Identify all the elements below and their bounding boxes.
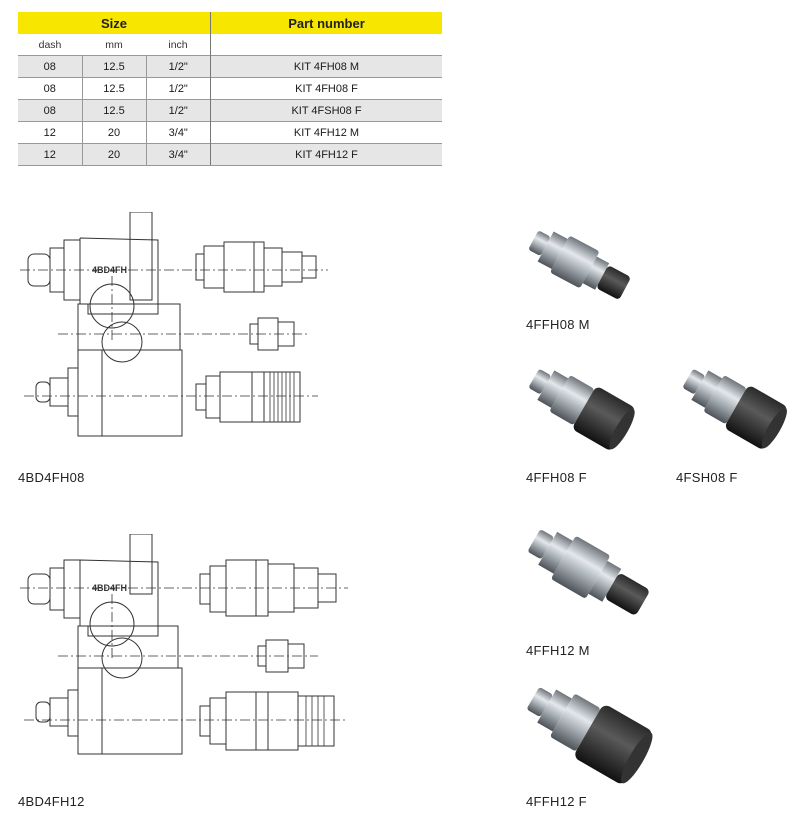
dash-cell: 12 xyxy=(18,121,82,144)
photo-4fsh08f xyxy=(674,360,794,452)
inch-cell: 3/4" xyxy=(145,143,211,166)
caption-4fsh08f: 4FSH08 F xyxy=(676,470,738,485)
table-row: 08 12.5 1/2" KIT 4FH08 F xyxy=(18,77,442,100)
table-row: 12 20 3/4" KIT 4FH12 F xyxy=(18,143,442,166)
part-number-header: Part number xyxy=(210,12,442,34)
dash-cell: 12 xyxy=(18,143,82,166)
inch-unit: inch xyxy=(168,38,188,51)
drawing-4bd4fh12: 4BD4FH xyxy=(18,534,358,764)
inch-cell: 1/2" xyxy=(145,77,211,100)
mm-cell: 20 xyxy=(81,121,146,144)
table-row: 12 20 3/4" KIT 4FH12 M xyxy=(18,121,442,144)
caption-4ffh12f: 4FFH12 F xyxy=(526,794,587,809)
mm-cell: 20 xyxy=(81,143,146,166)
mm-cell: 12.5 xyxy=(81,99,146,122)
photo-4ffh08f xyxy=(520,360,640,452)
table-group-header: Size Part number xyxy=(18,12,442,34)
inch-cell: 1/2" xyxy=(145,99,211,122)
dash-cell: 08 xyxy=(18,77,82,100)
caption-4bd4fh08: 4BD4FH08 xyxy=(18,470,85,485)
mm-cell: 12.5 xyxy=(81,55,146,78)
photo-4ffh12m xyxy=(520,520,660,630)
inch-cell: 3/4" xyxy=(145,121,211,144)
block-label: 4BD4FH xyxy=(92,583,128,593)
photo-4ffh12f xyxy=(520,676,660,786)
part-number-cell: KIT 4FH12 M xyxy=(210,121,442,144)
part-number-cell: KIT 4FSH08 F xyxy=(210,99,442,122)
mm-cell: 12.5 xyxy=(81,77,146,100)
dash-unit: dash xyxy=(38,38,62,51)
size-header: Size xyxy=(18,12,211,34)
part-number-cell: KIT 4FH12 F xyxy=(210,143,442,166)
part-number-cell: KIT 4FH08 F xyxy=(210,77,442,100)
caption-4ffh12m: 4FFH12 M xyxy=(526,643,590,658)
drawing-4bd4fh08: 4BD4FH xyxy=(18,212,338,452)
unit-header-row: dash mm inch xyxy=(18,34,442,56)
inch-cell: 1/2" xyxy=(145,55,211,78)
part-unit-blank xyxy=(210,34,442,56)
caption-4ffh08m: 4FFH08 M xyxy=(526,317,590,332)
mm-unit: mm xyxy=(105,38,123,51)
part-number-cell: KIT 4FH08 M xyxy=(210,55,442,78)
size-part-table: Size Part number dash mm inch 08 12.5 1/… xyxy=(18,12,442,166)
dash-cell: 08 xyxy=(18,55,82,78)
table-row: 08 12.5 1/2" KIT 4FH08 M xyxy=(18,55,442,78)
caption-4ffh08f: 4FFH08 F xyxy=(526,470,587,485)
dash-cell: 08 xyxy=(18,99,82,122)
caption-4bd4fh12: 4BD4FH12 xyxy=(18,794,85,809)
table-row: 08 12.5 1/2" KIT 4FSH08 F xyxy=(18,99,442,122)
photo-4ffh08m xyxy=(520,222,640,312)
block-label: 4BD4FH xyxy=(92,265,128,275)
